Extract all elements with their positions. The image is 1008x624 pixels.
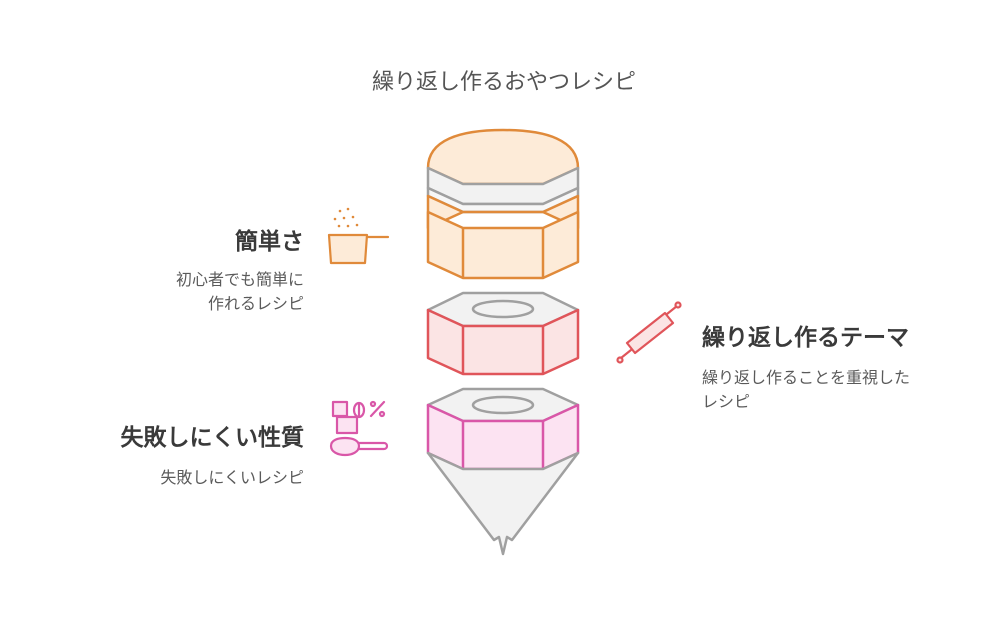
middle-tier (428, 293, 578, 374)
measuring-spoon-icon (331, 402, 387, 455)
piping-cone (428, 453, 578, 554)
bottom-tier (428, 389, 578, 469)
measuring-cup-icon (329, 208, 388, 263)
cake-tier (428, 130, 578, 278)
rolling-pin-icon (618, 303, 681, 363)
